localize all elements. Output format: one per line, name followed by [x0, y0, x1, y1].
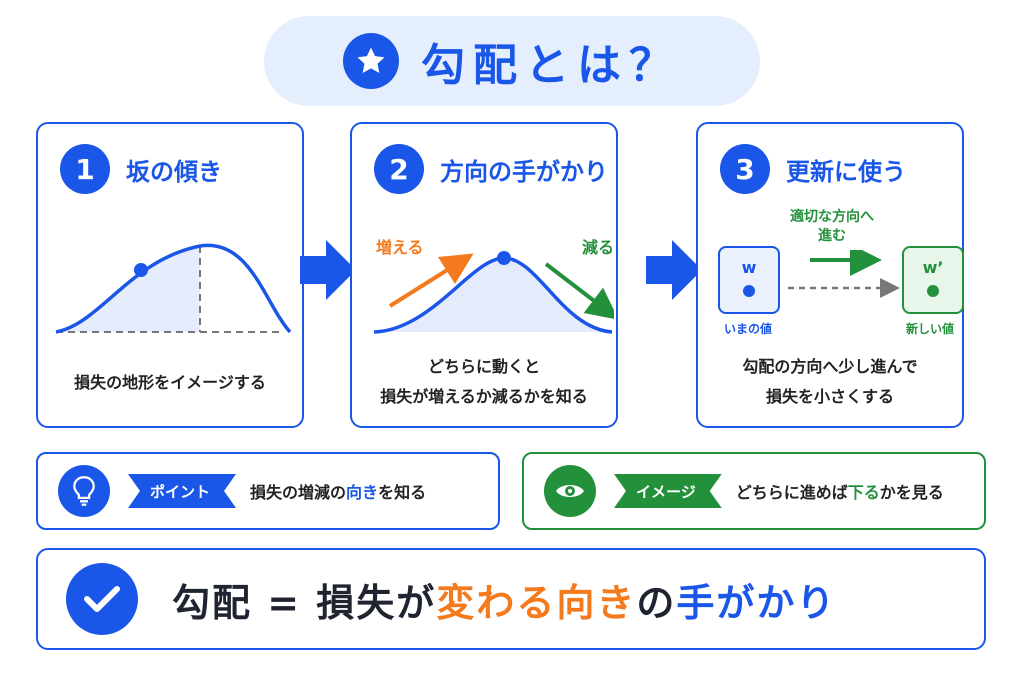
point-tag: ポイント	[128, 474, 236, 508]
new-value-box: w’	[902, 246, 964, 314]
lightbulb-icon	[58, 465, 110, 517]
image-tag: イメージ	[614, 474, 722, 508]
step-number-3: 3	[720, 144, 770, 194]
summary-text: 勾配 = 損失が変わる向きの手がかり	[172, 580, 837, 625]
step-card-3: 3 更新に使う 適切な方向へ 進む w いまの値 w’ 新しい値 勾配の方向へ少…	[696, 122, 964, 428]
arrow-label: 適切な方向へ 進む	[790, 209, 874, 244]
step-card-1: 1 坂の傾き 損失の地形をイメージする	[36, 122, 304, 428]
arrow-right-icon	[300, 240, 356, 300]
page-title: 勾配とは？	[421, 40, 681, 91]
step-title-3: 更新に使う	[786, 157, 906, 186]
update-arrows	[788, 250, 900, 298]
image-text: どちらに進めば下るかを見る	[735, 483, 944, 502]
slope-curve-diagram	[55, 243, 292, 334]
step-desc-3: 勾配の方向へ少し進んで 損失を小さくする	[742, 357, 918, 406]
step-desc-1: 損失の地形をイメージする	[74, 373, 266, 392]
new-value-caption: 新しい値	[905, 322, 954, 336]
eye-icon	[544, 465, 596, 517]
arrow-right-icon	[646, 240, 702, 300]
star-icon	[343, 33, 399, 89]
step-title-1: 坂の傾き	[126, 157, 222, 186]
step-card-2: 2 方向の手がかり 増える 減る どちらに動くと 損失が増えるか減るかを知る	[350, 122, 618, 428]
step-number-2: 2	[374, 144, 424, 194]
label-decrease: 減る	[582, 238, 615, 257]
check-icon	[66, 563, 138, 635]
summary-bar: 勾配 = 損失が変わる向きの手がかり	[36, 548, 986, 650]
title-pill: 勾配とは？	[264, 16, 760, 106]
step-title-2: 方向の手がかり	[440, 157, 608, 186]
step-desc-2: どちらに動くと 損失が増えるか減るかを知る	[380, 357, 588, 406]
current-value-caption: いまの値	[723, 322, 772, 336]
slope-point	[134, 263, 148, 277]
step-number-1: 1	[60, 144, 110, 194]
point-bar: ポイント 損失の増減の向きを知る	[36, 452, 500, 530]
direction-curve-diagram	[373, 251, 614, 334]
label-increase: 増える	[376, 238, 424, 257]
point-text: 損失の増減の向きを知る	[250, 483, 427, 502]
current-value-box: w	[718, 246, 780, 314]
image-bar: イメージ どちらに進めば下るかを見る	[522, 452, 986, 530]
